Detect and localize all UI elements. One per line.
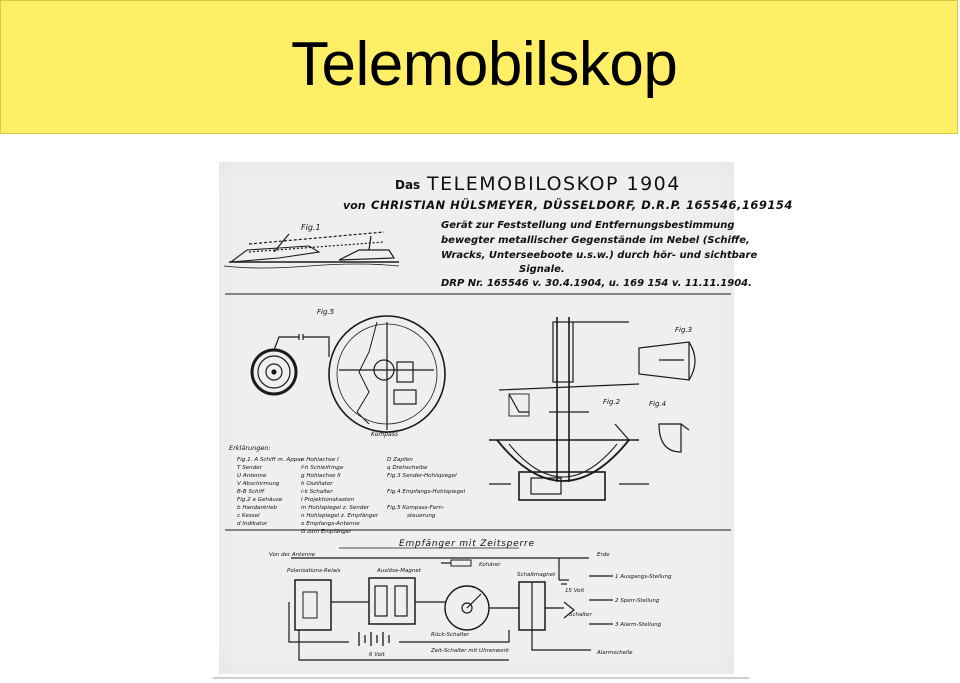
legend-c3-0: D Zapfen [387,457,413,463]
header-desc-1: Gerät zur Feststellung und Entfernungsbe… [441,220,735,231]
header-von: von [343,199,366,212]
circuit-switch: Schalter [569,612,592,618]
circuit-time-switch: Zeit-Schalter mit Uhrenwerk [430,648,510,654]
fig1-label: Fig.1 [301,223,321,232]
legend-c2-0: e Hohlachse I [301,457,339,463]
legend-c2-9: G zum Empfänger [301,529,352,535]
fig5-compass: Fig.5 Kompass [250,308,446,438]
header-main-title: TELEMOBILOSKOP 1904 [426,173,681,195]
header-author: CHRISTIAN HÜLSMEYER, DÜSSELDORF, D.R.P. … [371,197,793,212]
legend-c2-7: n Hohlspiegel z. Empfänger [301,513,379,519]
legend-c1-4: B-B Schiff [237,489,265,495]
circuit-earth: Erde [597,552,610,558]
header-patent: DRP Nr. 165546 v. 30.4.1904, u. 169 154 … [441,278,752,289]
header-desc-4: Signale. [519,264,565,275]
legend-c3-7: steuerung [407,513,436,519]
fig3-mirror: Fig.3 [638,326,696,381]
circuit-bell: Alarmschelle [596,650,633,656]
fig5-label: Fig.5 [317,308,335,316]
fig1-ship-sketch: Fig.1 [223,223,400,269]
fig2-label: Fig.2 [603,398,621,406]
header-das: Das [395,178,420,192]
slide-title: Telemobilskop [291,30,678,99]
legend-c2-6: m Hohlspiegel z. Sender [301,505,370,511]
patent-scan: Das TELEMOBILOSKOP 1904 von CHRISTIAN HÜ… [219,162,792,674]
legend-c3-4: Fig.4 Empfangs-Hohlspiegel [387,489,466,495]
circuit-6v: 6 Volt [369,652,386,658]
legend-c1-2: U Antenne [237,473,267,479]
fig4-mirror: Fig.4 [649,400,690,453]
circuit-pos1: 1 Ausgangs-Stellung [615,574,672,580]
bottom-divider [213,677,749,679]
header-block: Das TELEMOBILOSKOP 1904 von CHRISTIAN HÜ… [343,173,793,289]
legend-c1-5: Fig.2 a Gehäuse [237,497,283,503]
legend-c3-6: Fig.5 Kompass-Fern- [387,505,444,511]
legend-c1-0: Fig.1. A Schiff m. Appar. [237,457,305,463]
kompass-label: Kompass [371,431,398,438]
legend-c2-4: i-k Schalter [301,489,333,495]
legend-c1-1: T Sender [237,465,263,471]
legend-c1-8: d Indikator [237,521,268,527]
circuit-magnet: Auslöse-Magnet [376,568,422,574]
legend-c2-5: l Projektionskasten [301,497,355,503]
legend-c2-3: h Oszillator [301,481,333,487]
legend-c3-1: q Drehscheibe [387,465,428,471]
legend-c2-8: o Empfangs-Antenne [301,521,360,527]
circuit-title: Empfänger mit Zeitsperre [399,539,535,549]
circuit-pos3: 3 Alarm-Stellung [615,622,662,628]
circuit-15v: 15 Volt [565,588,585,594]
legend-c3-2: Fig.3 Sender-Hohlspiegel [387,473,457,479]
fig3-label: Fig.3 [675,326,692,334]
circuit-reset: Rück-Schalter [431,632,470,638]
legend-c1-6: b Handantrieb [237,505,278,511]
header-desc-2: bewegter metallischer Gegenstände im Neb… [441,235,750,246]
legend-c2-1: f-h Schleifringe [301,465,344,471]
legend-heading: Erklärungen: [229,444,271,452]
fig2-apparatus: Fig.2 [489,317,649,501]
legend-c2-2: g Hohlachse II [301,473,341,479]
legend-c1-3: V Abschirmung [237,481,280,487]
circuit-relay: Polarisations-Relais [287,568,341,574]
header-desc-3: Wracks, Unterseeboote u.s.w.) durch hör-… [441,250,757,261]
fig4-label: Fig.4 [649,400,666,408]
legend: Erklärungen: Fig.1. A Schiff m. Appar. T… [229,444,466,535]
circuit-pos2: 2 Sperr-Stellung [615,598,660,604]
circuit-diagram: Empfänger mit Zeitsperre Von der Antenne… [269,539,672,661]
circuit-antenna: Von der Antenne [269,552,316,558]
patent-drawing: Das TELEMOBILOSKOP 1904 von CHRISTIAN HÜ… [223,173,792,661]
legend-c1-7: c Kessel [237,513,260,519]
circuit-coherer: Kohärer [479,562,501,568]
title-bar: Telemobilskop [0,0,958,134]
circuit-switch-magnet: Schaltmagnet [517,572,556,578]
